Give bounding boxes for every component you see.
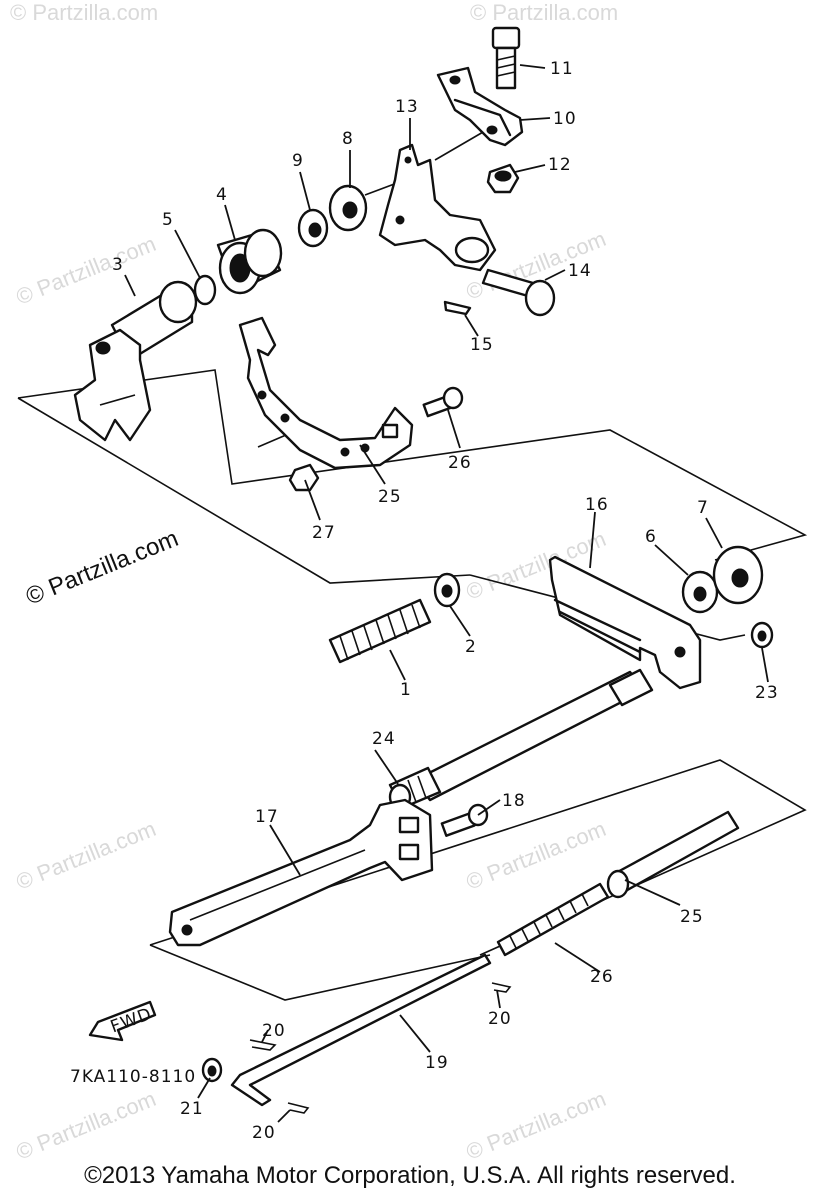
watermark: © Partzilla.com [13,231,160,310]
part-20-clip [491,982,512,993]
callout-24: 25 [680,907,704,927]
watermark-layer: © Partzilla.com © Partzilla.com © Partzi… [10,0,618,1165]
callout-20: 20 [488,1009,512,1029]
watermark: © Partzilla.com [463,816,610,895]
part-26-bracket [238,316,414,470]
part-3-shift-cam [73,280,198,442]
part-21-washer [201,1057,223,1083]
part-6-washer [681,570,719,614]
part-4-bushing [216,228,283,295]
callout-11: 11 [550,59,574,79]
shift-shaft [413,668,654,802]
part-11-bolt [491,26,521,90]
callout-22: 23 [755,683,779,703]
callout-14: 14 [568,261,592,281]
callout-8: 8 [342,129,354,149]
watermark-dark: © Partzilla.com [22,525,182,611]
callout-labels: 11 10 12 13 8 9 4 5 3 14 15 26 25 27 16 … [70,59,779,1143]
part-27-screw [422,386,464,418]
callout-7: 7 [697,498,709,518]
callout-10: 10 [553,109,577,129]
part-25-spring [496,882,610,957]
callout-18: 18 [502,791,526,811]
callout-20: 20 [252,1123,276,1143]
callout-4: 4 [216,185,228,205]
part-20-clip [287,1102,310,1114]
part-28-nut [288,463,320,492]
part-12-nut [486,163,520,194]
callout-19: 19 [425,1053,449,1073]
watermark: © Partzilla.com [10,0,158,25]
part-20-clip [249,1039,277,1051]
part-5-ring [193,274,217,306]
watermark: © Partzilla.com [470,0,618,25]
callout-15: 15 [470,335,494,355]
part-10-bracket [436,66,524,147]
watermark: © Partzilla.com [13,1086,160,1165]
callout-27: 26 [448,453,472,473]
callout-2: 2 [465,637,477,657]
part-24-tube [606,810,740,899]
callout-12: 12 [548,155,572,175]
part-16-slider [548,555,702,690]
part-18-bolt [440,803,489,837]
callout-5: 5 [162,210,174,230]
callout-13: 13 [395,97,419,117]
callout-21: 21 [180,1099,204,1119]
callout-17: 17 [255,807,279,827]
part-19-rod [230,953,492,1107]
watermark: © Partzilla.com [13,816,160,895]
fwd-arrow-icon: FWD [88,1000,157,1042]
part-8-washer [328,184,368,232]
part-7-washer [712,545,764,605]
part-15-cotter-pin [443,300,472,316]
callout-25: 26 [590,967,614,987]
part-1-spring [328,598,432,664]
part-22-washer [750,621,774,649]
fwd-label: FWD [108,1004,155,1037]
callout-23: 24 [372,729,396,749]
callout-6: 6 [645,527,657,547]
part-14-pin [481,268,556,317]
part-13-lever-bracket [378,143,497,272]
leader-lines [124,64,769,1123]
callout-9: 9 [292,151,304,171]
part-2-washer [433,572,461,608]
part-9-washer [297,208,329,248]
part-code: 7KA110-8110 [70,1067,196,1087]
callout-26: 25 [378,487,402,507]
copyright-footer: ©2013 Yamaha Motor Corporation, U.S.A. A… [84,1162,736,1189]
part-17-lever [168,798,434,947]
callout-20: 20 [262,1021,286,1041]
callout-1: 1 [400,680,412,700]
callout-16: 16 [585,495,609,515]
callout-3: 3 [112,255,124,275]
watermark: © Partzilla.com [463,1086,610,1165]
callout-28: 27 [312,523,336,543]
